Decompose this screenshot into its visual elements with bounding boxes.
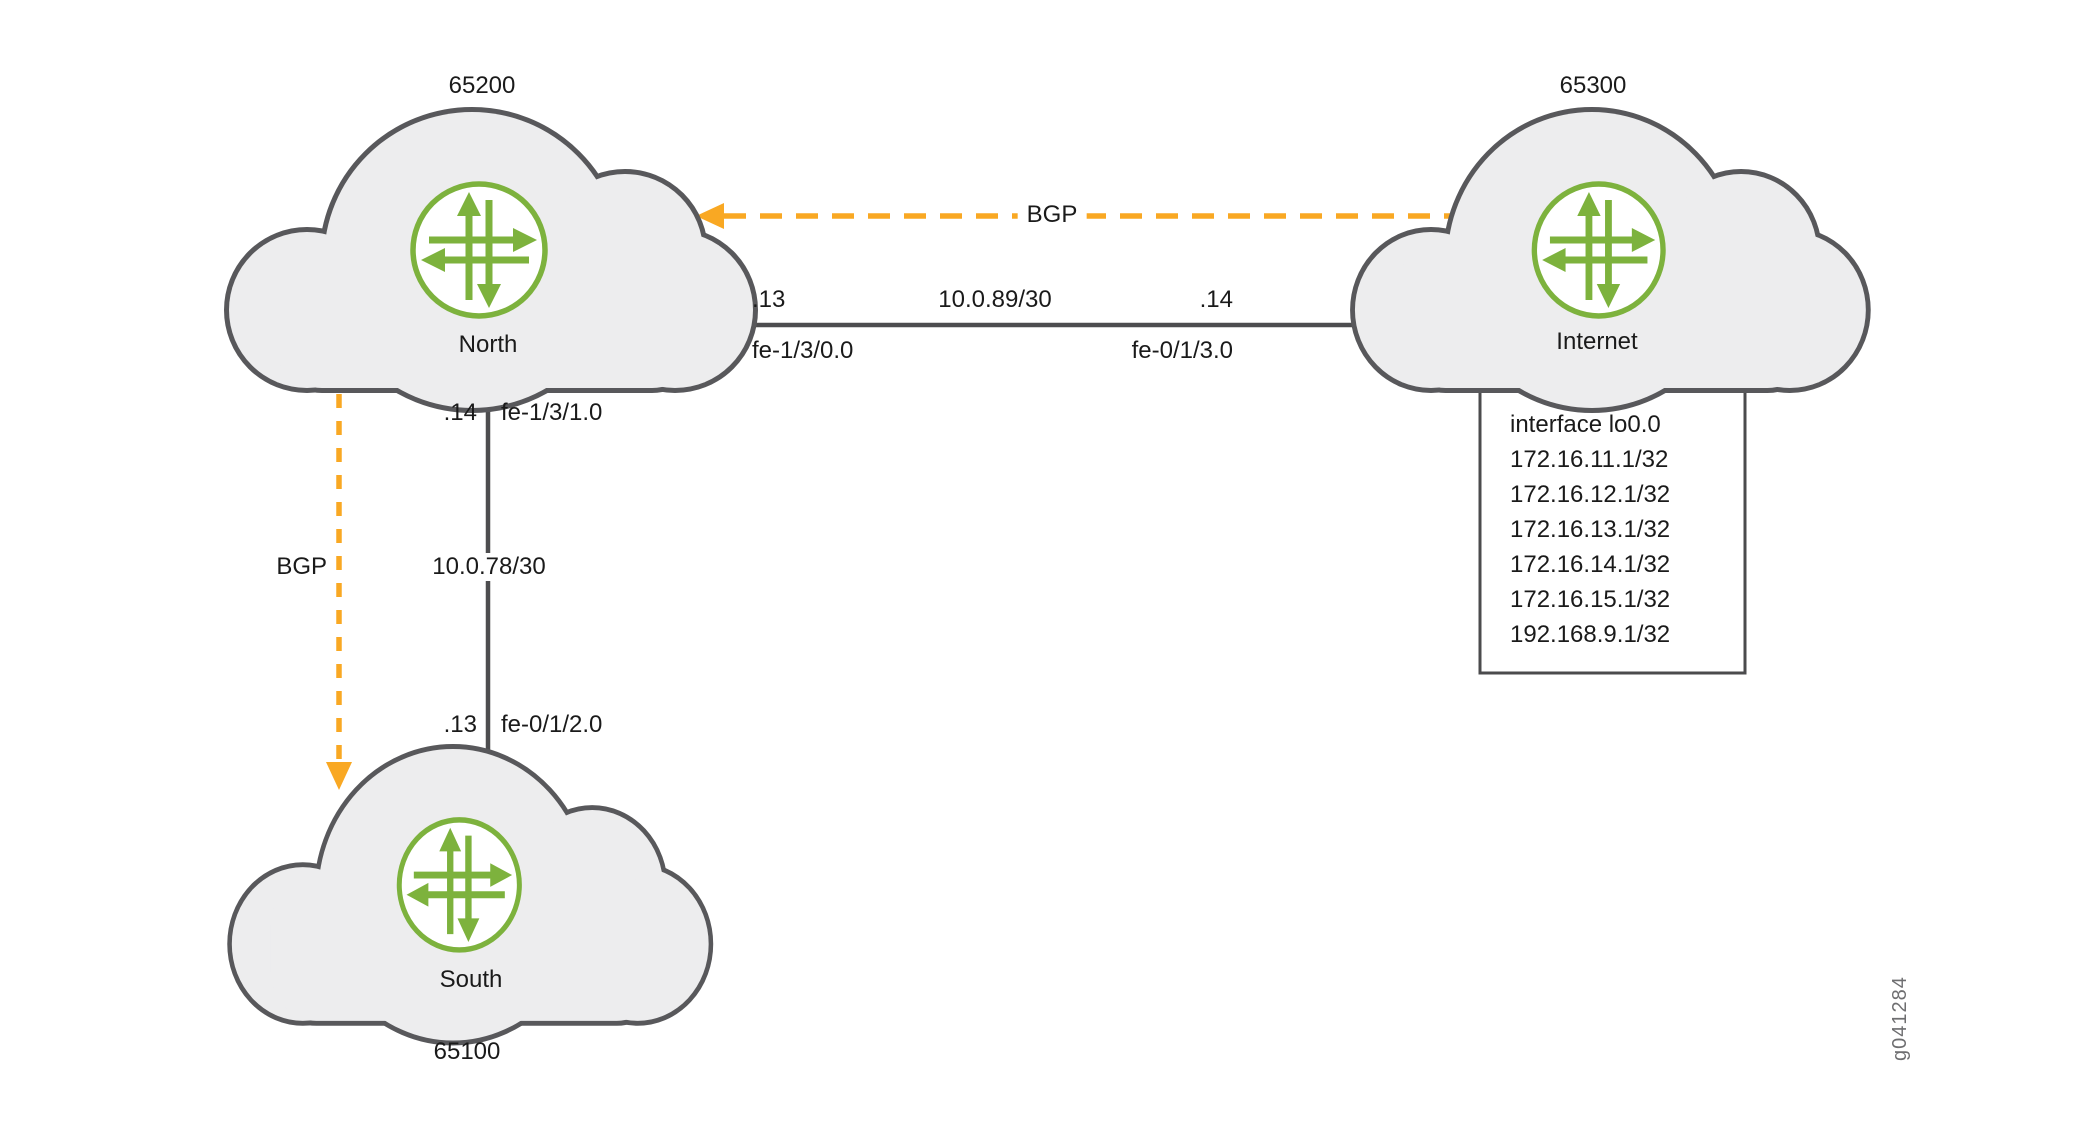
link-ip-north-bottom: .14 — [443, 399, 477, 426]
cloud-label-internet: Internet — [1556, 328, 1638, 355]
interface-label-internet-fe-0-1-3: fe-0/1/3.0 — [1131, 337, 1233, 364]
loopback-address: 172.16.15.1/32 — [1510, 586, 1671, 613]
as-number-internet: 65300 — [1559, 72, 1627, 99]
link-ip-south-side: .13 — [443, 711, 477, 738]
loopback-address: 172.16.12.1/32 — [1510, 481, 1671, 508]
cloud-internet — [1355, 112, 1866, 408]
bgp-label-north-internet: BGP — [1017, 201, 1087, 229]
cloud-label-south: South — [439, 966, 503, 993]
bgp-label-north-south: BGP — [276, 553, 327, 580]
interface-label-south-fe-0-1-2: fe-0/1/2.0 — [501, 711, 603, 738]
link-ip-internet-side: .14 — [1199, 286, 1233, 313]
loopback-box-text: interface lo0.0 172.16.11.1/32 172.16.12… — [1480, 390, 1745, 652]
interface-label-north-fe-1-3-0: fe-1/3/0.0 — [752, 337, 854, 364]
as-number-north: 65200 — [448, 72, 516, 99]
interface-label-north-fe-1-3-1: fe-1/3/1.0 — [501, 399, 603, 426]
loopback-box — [1478, 376, 1747, 675]
link-ip-north-side: .13 — [752, 286, 786, 313]
loopback-address: 172.16.13.1/32 — [1510, 516, 1671, 543]
cloud-north — [229, 112, 753, 408]
loopback-title: interface lo0.0 — [1510, 411, 1661, 438]
cloud-south — [232, 749, 709, 1041]
link-subnet-north-south: 10.0.78/30 — [423, 553, 555, 581]
link-subnet-north-internet: 10.0.89/30 — [938, 286, 1052, 313]
loopback-address: 172.16.14.1/32 — [1510, 551, 1671, 578]
cloud-label-north: North — [458, 331, 518, 358]
loopback-address: 172.16.11.1/32 — [1510, 446, 1669, 473]
figure-id: g041284 — [1889, 976, 1911, 1061]
as-number-south: 65100 — [433, 1038, 501, 1065]
loopback-address: 192.168.9.1/32 — [1510, 621, 1671, 648]
bgp-arrowhead-left — [696, 203, 724, 229]
bgp-arrowhead-down — [326, 762, 352, 790]
